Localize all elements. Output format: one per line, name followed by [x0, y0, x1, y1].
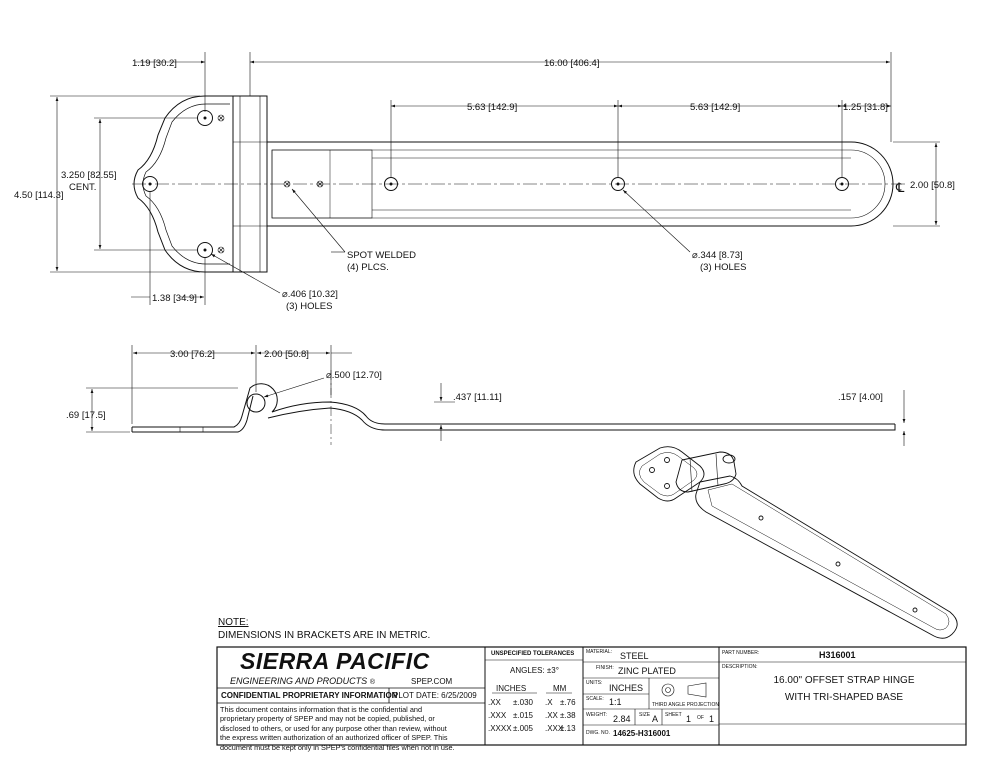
tolerance-row: .XXXX [488, 724, 512, 733]
side-view-dimension-text: 3.00 [76.2] 2.00 [50.8] ⌀.500 [12.70] .4… [66, 349, 883, 421]
sheet-total: 1 [709, 714, 715, 724]
centerline-symbol: ℄ [895, 180, 905, 195]
dim-base-offset: 1.19 [30.2] [132, 58, 177, 69]
size-value: A [652, 714, 659, 724]
strap-hole-3 [835, 177, 849, 191]
base-hole-count: (3) HOLES [286, 301, 332, 312]
scale-label: SCALE: [586, 696, 604, 702]
confidential-text: This document contains information that … [220, 705, 455, 752]
sheet-value: 1 [686, 714, 692, 724]
strap-hole-2 [611, 177, 625, 191]
strap-hole-count: (3) HOLES [700, 262, 746, 273]
tolerance-row: ±.030 [513, 698, 533, 707]
projection-label: THIRD ANGLE PROJECTION [652, 702, 719, 708]
dim-pin-dia: ⌀.500 [12.70] [326, 370, 382, 381]
strap-outline [266, 141, 894, 227]
dim-hole-center-suffix: CENT. [69, 182, 96, 193]
material-value: STEEL [620, 651, 649, 661]
dim-base-hole-dia: ⌀.406 [10.32] [282, 289, 338, 300]
dim-side-offset-length: 2.00 [50.8] [264, 349, 309, 360]
description-line-2: WITH TRI-SHAPED BASE [784, 692, 904, 703]
tolerance-row: .XX [545, 711, 558, 720]
material-label: MATERIAL: [586, 649, 613, 655]
tolerance-row: .X [545, 698, 553, 707]
finish-label: FINISH: [596, 665, 614, 671]
tri-base-outline [133, 95, 234, 273]
dim-knuckle-height: .69 [17.5] [66, 410, 106, 421]
dim-overall-length: 16.00 [406.4] [544, 58, 599, 69]
title-block-frame [216, 646, 967, 746]
plot-date: PLOT DATE: 6/25/2009 [393, 691, 477, 700]
hinge-pin [246, 393, 266, 413]
tolerance-row: ±.13 [560, 724, 576, 733]
iso-strap [695, 475, 958, 639]
dim-offset-height: .437 [11.11] [453, 392, 502, 403]
tolerance-row: ±.38 [560, 711, 576, 720]
strap-inner-outline [271, 149, 886, 219]
strap-hole-1 [384, 177, 398, 191]
spot-weld-label: SPOT WELDED [347, 250, 416, 261]
tolerance-row: .XXX [545, 724, 564, 733]
weight-value: 2.84 [613, 714, 631, 724]
dim-strap-width: 2.00 [50.8] [910, 180, 955, 191]
company-logo: SIERRA PACIFIC [240, 648, 430, 674]
description-label: DESCRIPTION: [722, 664, 758, 670]
part-number-value: H316001 [819, 650, 856, 660]
company-website: SPEP.COM [411, 677, 453, 686]
weight-label: WEIGHT: [586, 712, 607, 718]
tolerances-heading: UNSPECIFIED TOLERANCES [491, 651, 575, 657]
dim-hole-spacing-1: 5.63 [142.9] [467, 102, 517, 113]
side-view-dimension-lines [86, 345, 906, 446]
tolerance-mm-header: MM [553, 684, 567, 693]
iso-knuckle [675, 451, 737, 493]
spot-weld-count: (4) PLCS. [347, 262, 389, 273]
top-view-dimension-lines [50, 52, 940, 305]
dwg-no-value: 14625-H316001 [613, 729, 671, 738]
dim-base-height: 4.50 [114.3] [14, 190, 64, 201]
dim-side-base-length: 3.00 [76.2] [170, 349, 215, 360]
sheet-label: SHEET [665, 712, 682, 718]
dim-thickness: .157 [4.00] [838, 392, 883, 403]
tolerance-row: ±.015 [513, 711, 533, 720]
tolerance-row: .XX [488, 698, 501, 707]
confidential-heading: CONFIDENTIAL PROPRIETARY INFORMATION [221, 691, 398, 700]
tolerance-angles: ANGLES: ±3° [510, 666, 559, 675]
units-value: INCHES [609, 683, 644, 693]
side-profile-lower [132, 395, 896, 433]
dim-hole-spacing-2: 5.63 [142.9] [690, 102, 740, 113]
tolerance-row: ±.005 [513, 724, 533, 733]
side-view [131, 370, 896, 445]
iso-base-plate [633, 446, 705, 502]
tolerance-row: ±.76 [560, 698, 576, 707]
tolerance-row: .XXX [488, 711, 507, 720]
top-view-dimension-text: 1.19 [30.2] 16.00 [406.4] 5.63 [142.9] 5… [14, 58, 955, 312]
company-subtitle: ENGINEERING AND PRODUCTS ® [230, 676, 375, 686]
finish-value: ZINC PLATED [618, 666, 676, 676]
top-view [132, 95, 905, 273]
units-label: UNITS: [586, 680, 603, 686]
dim-end-offset: 1.25 [31.8] [843, 102, 888, 113]
spot-weld-marks [217, 114, 324, 254]
third-angle-projection-icon [661, 682, 707, 698]
part-number-label: PART NUMBER: [722, 650, 760, 656]
side-profile-upper [132, 383, 895, 428]
dim-hole-center-span: 3.250 [82.55] [61, 170, 116, 181]
notes: NOTE: DIMENSIONS IN BRACKETS ARE IN METR… [218, 617, 430, 641]
note-heading: NOTE: [218, 617, 249, 628]
description-line-1: 16.00" OFFSET STRAP HINGE [773, 675, 915, 686]
dim-strap-hole-dia: ⌀.344 [8.73] [692, 250, 743, 261]
registered-mark: ® [369, 679, 375, 686]
size-label: SIZE [639, 712, 651, 718]
dwg-no-label: DWG. NO. [586, 730, 610, 736]
isometric-view [633, 446, 958, 639]
scale-value: 1:1 [609, 697, 622, 707]
dim-base-hole-offset: 1.38 [34.9] [152, 293, 197, 304]
note-text: DIMENSIONS IN BRACKETS ARE IN METRIC. [218, 630, 430, 641]
of-label: OF [697, 715, 704, 721]
tolerance-inches-header: INCHES [496, 684, 527, 693]
